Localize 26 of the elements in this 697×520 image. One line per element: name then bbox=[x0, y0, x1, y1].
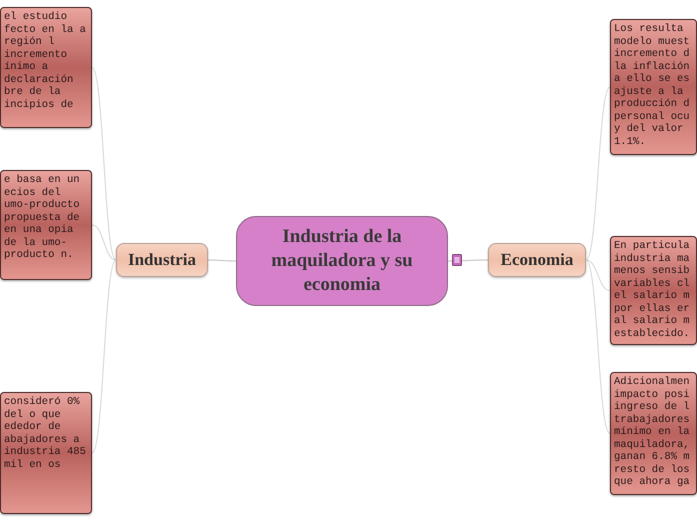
topic-label: Economia bbox=[500, 249, 574, 272]
note-box bbox=[0, 7, 92, 128]
note-text: el estudio fecto en la a región l incremento ínimo a declaración bre de la incipios de bbox=[4, 11, 87, 111]
connector-line bbox=[586, 260, 610, 434]
subtopic-box bbox=[116, 243, 208, 277]
topic-label: Industria bbox=[128, 249, 196, 272]
connector-line bbox=[586, 260, 610, 291]
note-text: En particula industria ma menos sensib variables cl el salario m por ellas er al salario m establecido. bbox=[614, 240, 691, 340]
note-box bbox=[610, 372, 697, 495]
topic-title: Industria de la maquiladora y su economia bbox=[270, 225, 414, 297]
connector-line bbox=[92, 224, 116, 260]
note-text: consideró 0% del o que ededor de abajadores a industria 485 mil en os bbox=[4, 396, 87, 471]
central-topic-box bbox=[236, 216, 448, 306]
note-box bbox=[610, 236, 697, 345]
note-text: Los resulta modelo muest incremento d la inflación a ello se es ajuste a la producción d personal ocu y del valor 1.1%. bbox=[614, 23, 691, 148]
note-text: Adicionalmen impacto posi ingreso de l trabajadores mínimo en la maquiladora, ganan 6.8% m resto de los que ahora ga bbox=[614, 376, 691, 488]
note-box bbox=[610, 19, 697, 155]
note-box bbox=[0, 170, 92, 280]
note-box bbox=[0, 392, 92, 514]
connector-line bbox=[92, 260, 116, 454]
subtopic-box bbox=[488, 243, 586, 277]
note-text: e basa en un ecios del umo-producto propuesta de en una opia de la umo-producto n. bbox=[4, 174, 81, 262]
connector-line bbox=[92, 67, 116, 260]
connector-line bbox=[586, 86, 610, 260]
connector-line bbox=[208, 260, 236, 262]
connector-line bbox=[448, 260, 488, 262]
